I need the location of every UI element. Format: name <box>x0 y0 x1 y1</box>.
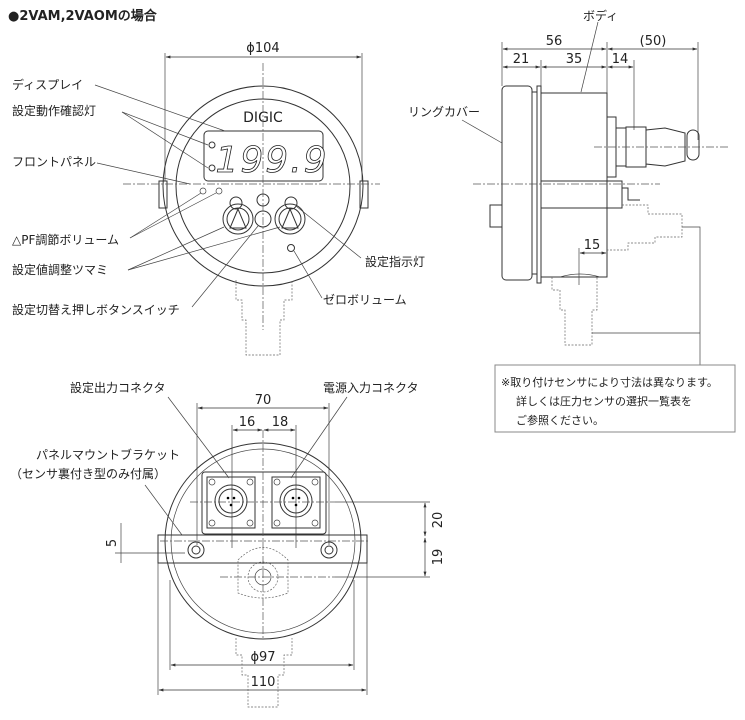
label-display: ディスプレイ <box>12 77 83 92</box>
dim-diameter-104: ϕ104 <box>246 41 279 56</box>
front-view: ϕ104 DIGIC 199.9 ディスプレイ 設定動作確認灯 フロントパネル … <box>12 41 425 356</box>
ring-cover <box>501 85 533 281</box>
label-knob: 設定値調整ツマミ <box>12 262 108 277</box>
indicator-led <box>284 196 298 210</box>
dim-97: ϕ97 <box>250 650 275 665</box>
label-zero-volume: ゼロボリューム <box>323 293 407 307</box>
led-left <box>229 196 243 210</box>
label-power-connector: 電源入力コネクタ <box>323 381 419 395</box>
label-body: ボディ <box>583 8 618 23</box>
knob-right[interactable] <box>274 203 306 235</box>
label-indicator: 設定指示灯 <box>365 254 425 269</box>
label-bracket-note: （センサ裏付き型のみ付属） <box>10 466 166 481</box>
mount-bracket <box>157 534 368 564</box>
dim-21: 21 <box>513 52 530 67</box>
note-line-2: 詳しくは圧力センサの選択一覧表を <box>516 394 692 408</box>
brand-logo: DIGIC <box>243 110 283 126</box>
label-ring-cover: リングカバー <box>408 105 480 119</box>
side-view: 56 (50) 21 35 14 15 ボディ リングカバー <box>408 8 730 365</box>
label-front-panel: フロントパネル <box>12 155 96 169</box>
dim-110: 110 <box>251 675 276 690</box>
dim-18: 18 <box>272 415 289 430</box>
note-box: ※取り付けセンサにより寸法は異なります。 詳しくは圧力センサの選択一覧表を ご参… <box>494 364 736 433</box>
dim-16: 16 <box>239 415 256 430</box>
label-action-lamp: 設定動作確認灯 <box>12 103 96 118</box>
output-connector <box>206 476 256 529</box>
note-line-1: ※取り付けセンサにより寸法は異なります。 <box>501 375 718 389</box>
dim-35: 35 <box>566 52 583 67</box>
page-title: ●2VAM,2VAOMの場合 <box>8 8 158 24</box>
dim-14: 14 <box>612 52 629 67</box>
note-line-3: ご参照ください。 <box>516 413 604 427</box>
label-switch: 設定切替え押しボタンスイッチ <box>12 302 180 317</box>
knob-left[interactable] <box>222 203 254 235</box>
label-pf-volume: △PF調節ボリューム <box>12 232 119 247</box>
label-bracket: パネルマウントブラケット <box>36 447 180 462</box>
dim-19: 19 <box>431 549 446 566</box>
power-connector <box>271 476 321 529</box>
dim-50: (50) <box>640 34 667 49</box>
dim-70: 70 <box>255 393 272 408</box>
dim-20: 20 <box>431 512 446 529</box>
connector-panel <box>201 471 327 535</box>
display-value: 199.9 <box>215 140 328 181</box>
back-view: 70 16 18 20 19 5 ϕ97 110 設定出力コネクタ 電源入力コネ… <box>10 380 446 708</box>
dim-56: 56 <box>546 34 563 49</box>
display <box>203 130 324 182</box>
label-output-connector: 設定出力コネクタ <box>70 380 166 395</box>
dim-15: 15 <box>584 238 601 253</box>
zero-volume <box>287 244 295 252</box>
dim-5: 5 <box>105 539 120 547</box>
